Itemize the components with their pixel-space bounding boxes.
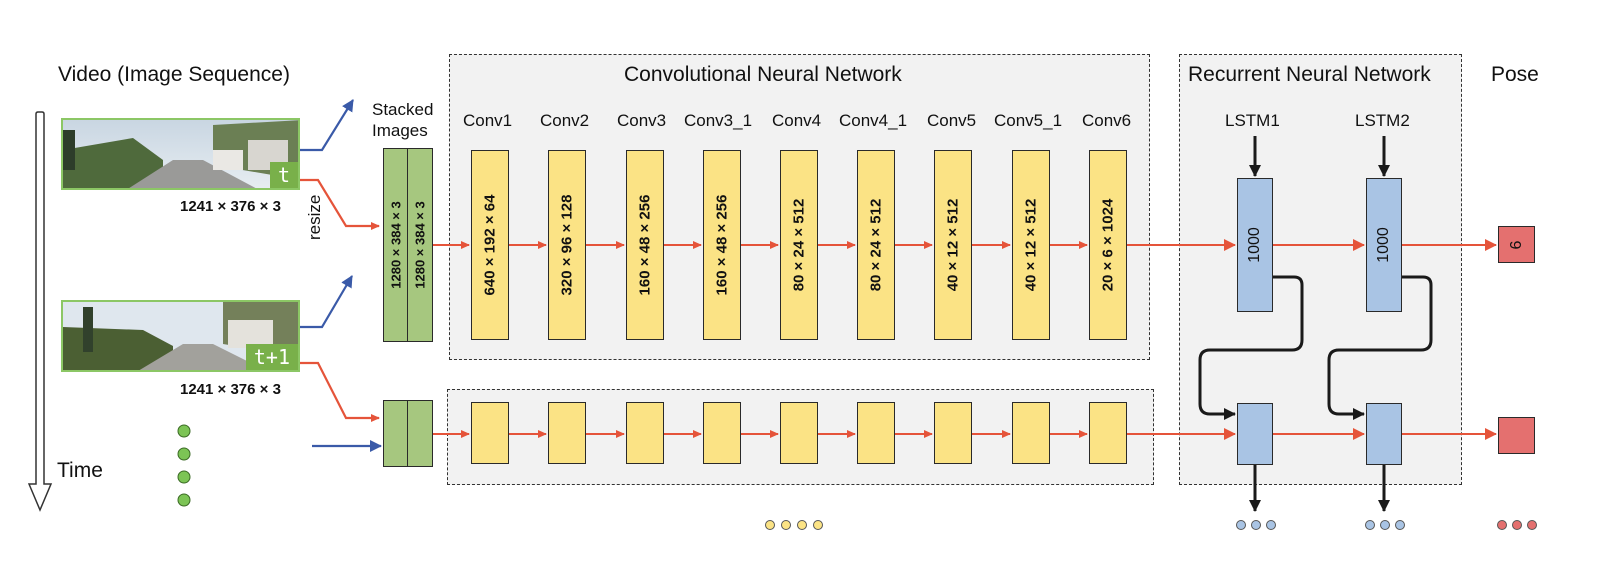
conv-label: Conv2: [540, 111, 590, 130]
conv-label: Conv1: [463, 111, 513, 130]
conv-label: Conv3_1: [684, 111, 753, 130]
conv-label: Conv5_1: [994, 111, 1063, 130]
conv-block-next: [626, 402, 664, 464]
video-title: Video (Image Sequence): [58, 63, 290, 86]
conv-block: 80 × 24 × 512: [780, 150, 818, 340]
frame-t1-badge: t+1: [245, 344, 298, 370]
conv-label: Conv4: [772, 111, 822, 130]
conv-dims: 640 × 192 × 64: [481, 194, 499, 296]
conv-block-next: [471, 402, 509, 464]
conv-block: 160 × 48 × 256: [626, 150, 664, 340]
stacked-image-b-next: [407, 400, 433, 467]
frame-t-image: t: [61, 118, 300, 190]
street-scene-image: [63, 120, 298, 188]
conv-dims: 20 × 6 × 1024: [1099, 198, 1117, 292]
frame-t1-image: t+1: [61, 300, 300, 372]
conv-block: 40 × 12 × 512: [934, 150, 972, 340]
stacked-label-line2: Images: [372, 121, 428, 140]
conv-block: 320 × 96 × 128: [548, 150, 586, 340]
more-lstm1-dots-icon: [1236, 520, 1276, 530]
conv-dims: 40 × 12 × 512: [1022, 198, 1040, 292]
conv-label: Conv4_1: [839, 111, 908, 130]
stacked-image-a-next: [383, 400, 409, 467]
conv-block: 40 × 12 × 512: [1012, 150, 1050, 340]
conv-label: Conv6: [1082, 111, 1132, 130]
conv-dims: 320 × 96 × 128: [558, 194, 576, 296]
rnn-region: [1179, 54, 1462, 485]
more-frames-dots-icon: [177, 424, 191, 507]
conv-dims: 80 × 24 × 512: [867, 198, 885, 292]
lstm2-block-next: [1366, 403, 1402, 465]
stacked-image-b: 1280 × 384 × 3: [407, 148, 433, 342]
pose-output-block-next: [1498, 417, 1535, 454]
lstm2-label: LSTM2: [1355, 111, 1410, 130]
conv-dims: 80 × 24 × 512: [790, 198, 808, 292]
conv-block: 160 × 48 × 256: [703, 150, 741, 340]
conv-block-next: [1089, 402, 1127, 464]
lstm1-label: LSTM1: [1225, 111, 1280, 130]
conv-label: Conv3: [617, 111, 667, 130]
conv-block-next: [1012, 402, 1050, 464]
stacked-image-a: 1280 × 384 × 3: [383, 148, 409, 342]
more-lstm2-dots-icon: [1365, 520, 1405, 530]
pose-output-size: 6: [1507, 240, 1525, 249]
cnn-title: Convolutional Neural Network: [624, 63, 902, 86]
conv-block-next: [780, 402, 818, 464]
conv-block: 80 × 24 × 512: [857, 150, 895, 340]
conv-dims: 40 × 12 × 512: [944, 198, 962, 292]
stacked-label-line1: Stacked: [372, 100, 434, 119]
lstm2-block: 1000: [1366, 178, 1402, 312]
lstm2-units: 1000: [1375, 227, 1392, 263]
conv-block-next: [857, 402, 895, 464]
conv-block: 20 × 6 × 1024: [1089, 150, 1127, 340]
conv-dims: 160 × 48 × 256: [713, 194, 731, 296]
conv-block-next: [703, 402, 741, 464]
more-pose-dots-icon: [1497, 520, 1537, 530]
pose-title: Pose: [1491, 63, 1539, 86]
conv-block-next: [548, 402, 586, 464]
conv-dims: 160 × 48 × 256: [636, 194, 654, 296]
lstm1-block-next: [1237, 403, 1273, 465]
rnn-title: Recurrent Neural Network: [1188, 63, 1431, 86]
more-conv-dots-icon: [765, 520, 823, 530]
conv-block: 640 × 192 × 64: [471, 150, 509, 340]
stacked-image-b-dims: 1280 × 384 × 3: [412, 201, 428, 289]
frame-t1-dims: 1241 × 376 × 3: [180, 381, 281, 398]
stacked-image-a-dims: 1280 × 384 × 3: [388, 201, 404, 289]
conv-block-next: [934, 402, 972, 464]
frame-t-badge: t: [269, 162, 298, 188]
resize-label: resize: [305, 194, 324, 240]
conv-label: Conv5: [927, 111, 977, 130]
time-arrow-icon: [28, 111, 53, 512]
time-label: Time: [57, 459, 103, 482]
lstm1-block: 1000: [1237, 178, 1273, 312]
lstm1-units: 1000: [1246, 227, 1263, 263]
pose-output-block: 6: [1498, 226, 1535, 263]
frame-t-dims: 1241 × 376 × 3: [180, 198, 281, 215]
